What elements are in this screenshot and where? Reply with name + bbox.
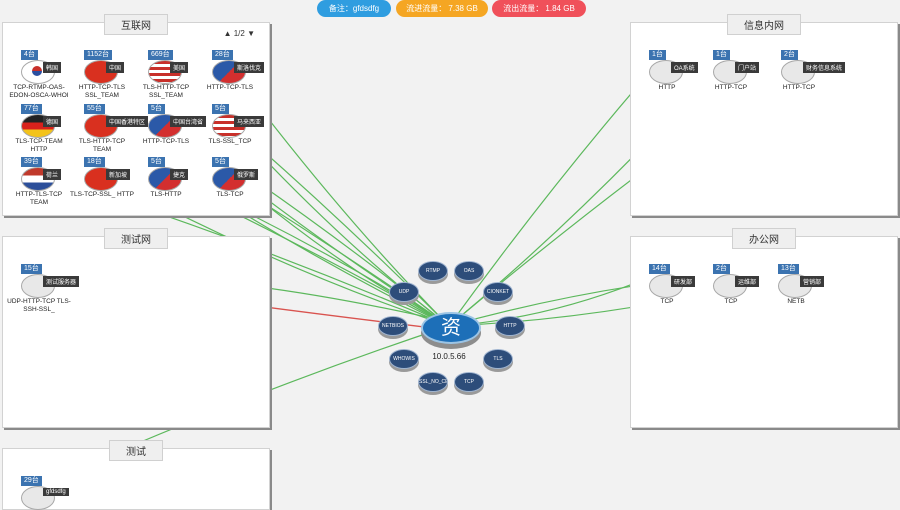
testnet-panel-title: 测试网 [104, 228, 168, 249]
node-protocols: TLS-HTTP-TCP SSL_TEAM [142, 84, 190, 99]
node-protocols: TCP [660, 298, 674, 305]
link-line [448, 65, 656, 327]
node-count: 77台 [21, 104, 42, 114]
office-panel-title: 办公网 [732, 228, 796, 249]
test-panel-title: 测试 [109, 440, 163, 461]
info-panel[interactable]: 信息内网 1台 OA系统 HTTP 1台 门户站 HTTP-TCP 2台 财务信… [630, 14, 898, 216]
link-line [448, 274, 656, 327]
node-protocols: TLS-SSL_TCP [208, 138, 252, 145]
protocol-rtmp[interactable]: RTMP [418, 261, 448, 281]
node-count: 5台 [212, 157, 229, 167]
node-count: 29台 [21, 476, 42, 486]
node-count: 28台 [212, 50, 233, 60]
node-count: 4台 [21, 50, 38, 60]
node-label: 财务信息系统 [803, 62, 846, 73]
node-label: 捷克 [170, 169, 189, 180]
node-count: 669台 [148, 50, 173, 60]
node-protocols: HTTP-TCP-TLS SSL_TEAM [78, 84, 126, 99]
node-count: 13台 [778, 264, 799, 274]
internet-panel[interactable]: 互联网 ▲ 1/2 ▼ 4台 韩国 TCP-RTMP-OAS-EDON-OSCA… [2, 14, 270, 216]
protocol-cionket[interactable]: CIONKET [483, 282, 513, 302]
hub-ip: 10.0.5.66 [432, 352, 466, 361]
pager-label: 1/2 [233, 29, 245, 38]
node-label: 中国台湾省 [170, 116, 207, 127]
node-protocols: HTTP-TCP [782, 84, 816, 91]
node-count: 5台 [148, 157, 165, 167]
node-label: 营销部 [800, 276, 825, 287]
node-label: 韩国 [43, 62, 62, 73]
node-label: 测试服务器 [43, 276, 80, 287]
node-label: 门户站 [735, 62, 760, 73]
node-label: 新加坡 [106, 169, 131, 180]
node-label: 马来西亚 [234, 116, 265, 127]
info-panel-title: 信息内网 [727, 14, 801, 35]
node-label: 德国 [43, 116, 62, 127]
protocol-http[interactable]: HTTP [495, 316, 525, 336]
node-protocols: TLS-TCP-SSL_ HTTP [70, 191, 134, 198]
node-protocols: TLS-HTTP-TCP TEAM [78, 138, 126, 153]
protocol-netbios[interactable]: NETBIOS [378, 316, 408, 336]
protocol-whowis[interactable]: WHOWIS [389, 349, 419, 369]
node-label: 美国 [170, 62, 189, 73]
node-count: 2台 [713, 264, 730, 274]
node-label: 中国 [106, 62, 125, 73]
node-label: gfdsdfg [43, 488, 69, 496]
node-label: 荷兰 [43, 169, 62, 180]
internet-panel-title: 互联网 [104, 14, 168, 35]
pager-up-icon[interactable]: ▲ [223, 29, 232, 38]
protocol-ssl-no-cer[interactable]: SSL_NO_CER [418, 372, 448, 392]
pager-down-icon[interactable]: ▼ [247, 29, 255, 38]
protocol-tls[interactable]: TLS [483, 349, 513, 369]
node-protocols: TLS-TCP [216, 191, 244, 198]
protocol-oas[interactable]: OAS [454, 261, 484, 281]
testnet-panel[interactable]: 测试网 15台 测试服务器 UDP-HTTP-TCP TLS-SSH-SSL_ [2, 228, 270, 428]
node-count: 1台 [649, 50, 666, 60]
node-count: 14台 [649, 264, 670, 274]
office-panel[interactable]: 办公网 14台 研发部 TCP 2台 运维部 TCP 13台 营销部 NETB [630, 228, 898, 428]
node-protocols: UDP-HTTP-TCP TLS-SSH-SSL_ [7, 298, 71, 313]
node-protocols: TCP-RTMP-OAS-EDON-OSCA-WHOI [9, 84, 69, 99]
node-count: 2台 [781, 50, 798, 60]
node-label: OA系统 [671, 62, 698, 73]
node-count: 55台 [84, 104, 105, 114]
test-panel[interactable]: 测试 29台 gfdsdfg [2, 440, 270, 510]
hub-icon: 资 [421, 312, 481, 344]
node-label: 斯洛伐克 [234, 62, 265, 73]
node-count: 39台 [21, 157, 42, 167]
node-count: 18台 [84, 157, 105, 167]
protocol-tcp[interactable]: TCP [454, 372, 484, 392]
inflow-pill: 流进流量： 7.38 GB [396, 0, 488, 17]
outflow-pill: 流出流量： 1.84 GB [492, 0, 586, 17]
pager: ▲ 1/2 ▼ [224, 29, 255, 38]
node-label: 中国香港特区 [106, 116, 149, 127]
node-protocols: TLS-HTTP [150, 191, 182, 198]
node-protocols: HTTP-TCP-TLS [206, 84, 254, 91]
node-count: 1152台 [84, 50, 113, 60]
node-count: 5台 [148, 104, 165, 114]
node-protocols: HTTP [658, 84, 676, 91]
node-protocols: NETB [787, 298, 805, 305]
node-protocols: TCP [724, 298, 738, 305]
protocol-udp[interactable]: UDP [389, 282, 419, 302]
node-protocols: HTTP-TLS-TCP TEAM [15, 191, 63, 206]
node-label: 运维部 [735, 276, 760, 287]
node-label: 研发部 [671, 276, 696, 287]
node-count: 1台 [713, 50, 730, 60]
node-protocols: HTTP-TCP-TLS [142, 138, 190, 145]
node-label: 俄罗斯 [234, 169, 259, 180]
node-count: 5台 [212, 104, 229, 114]
node-protocols: TLS-TCP-TEAM HTTP [15, 138, 63, 153]
node-protocols: HTTP-TCP [714, 84, 748, 91]
node-count: 15台 [21, 264, 42, 274]
note-pill: 备注：gfdsdfg [317, 0, 391, 17]
